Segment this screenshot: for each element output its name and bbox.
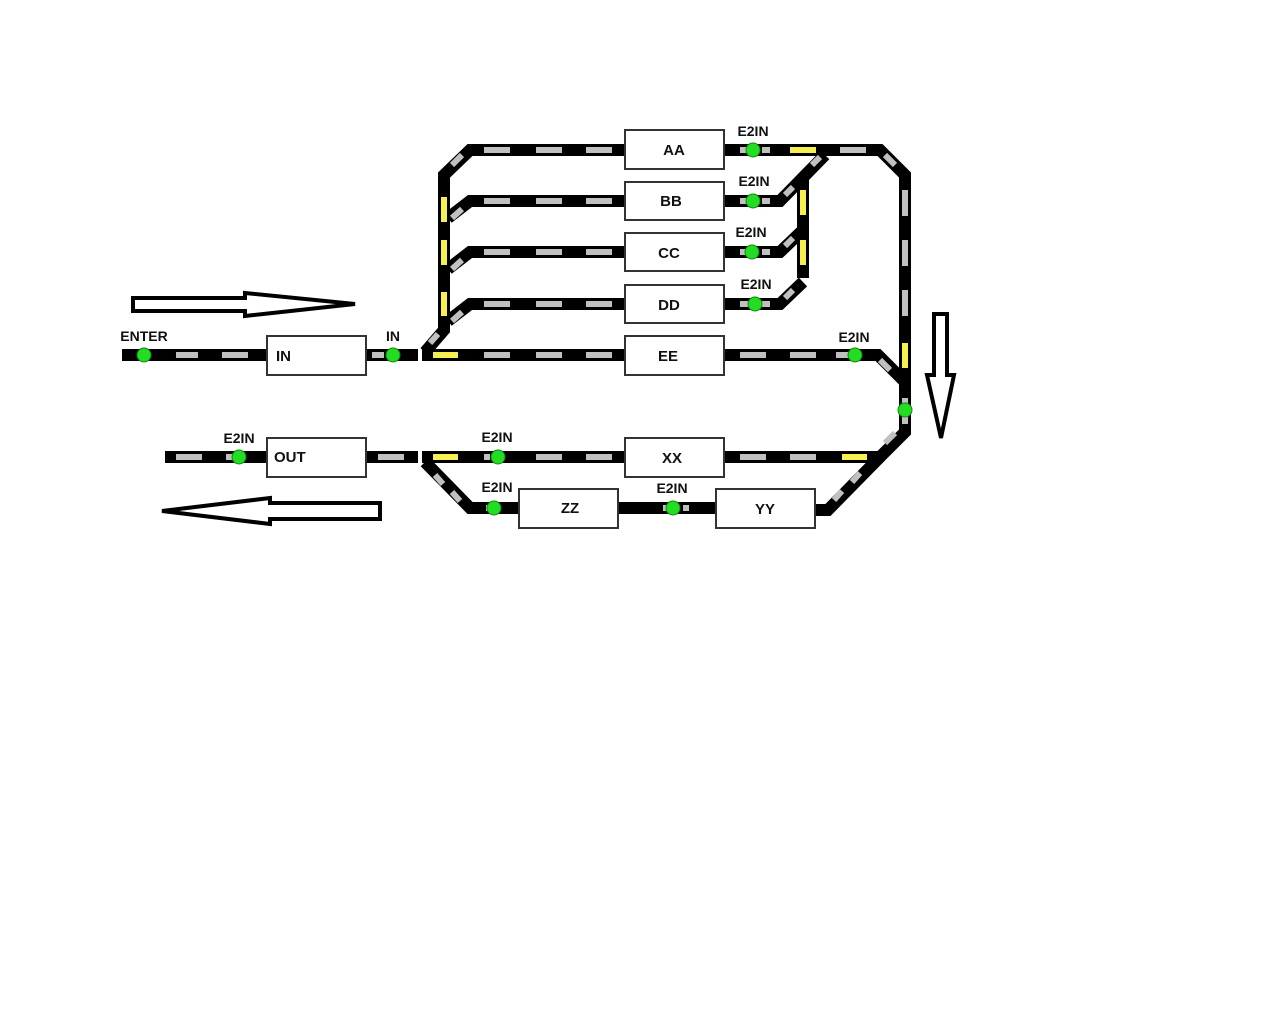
- station-xx[interactable]: XX: [624, 437, 725, 478]
- arrow-down-icon: [924, 312, 957, 439]
- direction-arrows: [131, 290, 957, 527]
- sensor-label-zz: E2IN: [481, 479, 512, 495]
- svg-text:ZZ: ZZ: [561, 500, 579, 517]
- station-aa[interactable]: AA: [624, 129, 725, 170]
- sensor-aa-icon[interactable]: [745, 142, 761, 158]
- stations: IN OUT AA BB CC DD EE XX ZZ YY: [266, 129, 816, 529]
- sensor-label-enter: ENTER: [120, 328, 167, 344]
- svg-text:BB: BB: [660, 193, 682, 210]
- sensor-label-cc: E2IN: [735, 224, 766, 240]
- station-out[interactable]: OUT: [266, 437, 367, 478]
- track-segments: [176, 147, 908, 511]
- sensor-out-icon[interactable]: [231, 449, 247, 465]
- sensor-label-dd: E2IN: [740, 276, 771, 292]
- station-dd[interactable]: DD: [624, 284, 725, 324]
- sensor-label-xx: E2IN: [481, 429, 512, 445]
- station-cc[interactable]: CC: [624, 232, 725, 272]
- arrow-right-icon: [131, 290, 356, 319]
- sensors: ENTER IN E2IN E2IN E2IN E2IN E2IN E2IN E…: [120, 123, 913, 516]
- svg-text:EE: EE: [658, 348, 678, 365]
- sensor-in-icon[interactable]: [385, 347, 401, 363]
- station-ee[interactable]: EE: [624, 335, 725, 376]
- sensor-label-out: E2IN: [223, 430, 254, 446]
- svg-text:OUT: OUT: [274, 449, 306, 466]
- svg-text:YY: YY: [755, 501, 775, 518]
- sensor-yy-icon[interactable]: [665, 500, 681, 516]
- sensor-label-aa: E2IN: [737, 123, 768, 139]
- station-bb[interactable]: BB: [624, 181, 725, 221]
- sensor-label-bb: E2IN: [738, 173, 769, 189]
- station-in[interactable]: IN: [266, 335, 367, 376]
- svg-text:DD: DD: [658, 297, 680, 314]
- station-zz[interactable]: ZZ: [518, 488, 619, 529]
- svg-text:CC: CC: [658, 245, 680, 262]
- sensor-cc-icon[interactable]: [744, 244, 760, 260]
- svg-text:AA: AA: [663, 142, 685, 159]
- sensor-zz-icon[interactable]: [486, 500, 502, 516]
- sensor-enter-icon[interactable]: [136, 347, 152, 363]
- svg-text:IN: IN: [276, 348, 291, 365]
- sensor-loop-icon[interactable]: [897, 402, 913, 418]
- sensor-label-in: IN: [386, 328, 400, 344]
- sensor-bb-icon[interactable]: [745, 193, 761, 209]
- station-yy[interactable]: YY: [715, 488, 816, 529]
- svg-text:XX: XX: [662, 450, 682, 467]
- sensor-xx-icon[interactable]: [490, 449, 506, 465]
- arrow-left-icon: [161, 495, 382, 527]
- sensor-dd-icon[interactable]: [747, 296, 763, 312]
- sensor-label-yy: E2IN: [656, 480, 687, 496]
- sensor-label-ee: E2IN: [838, 329, 869, 345]
- sensor-ee-icon[interactable]: [847, 347, 863, 363]
